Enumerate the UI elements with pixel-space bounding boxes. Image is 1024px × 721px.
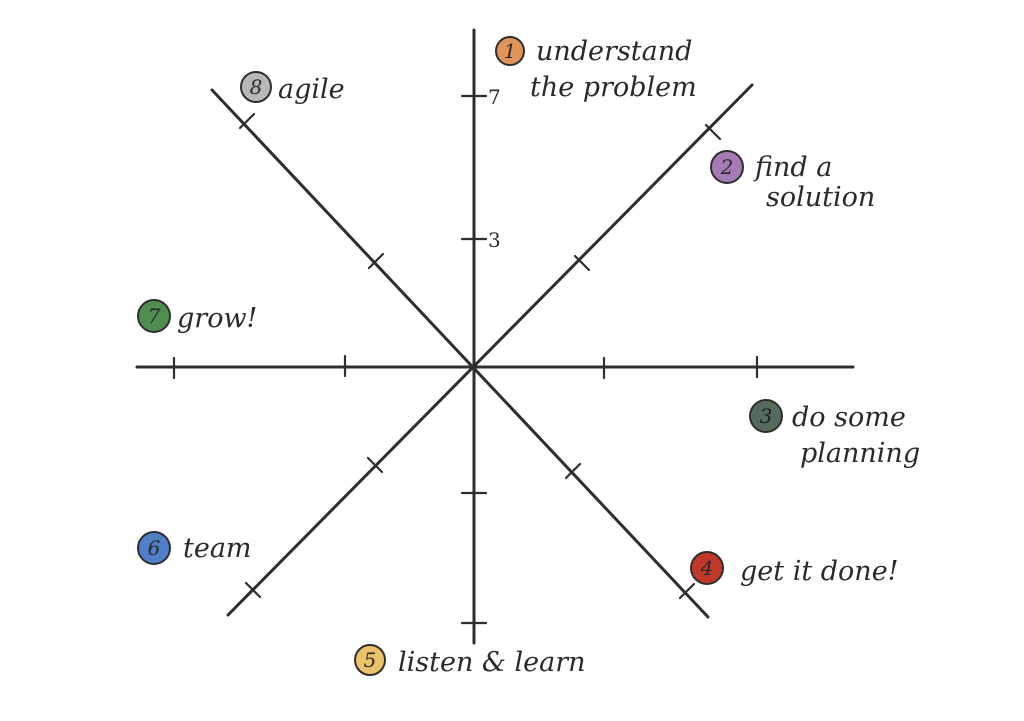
stage-badge xyxy=(690,551,724,585)
stage-label: find a xyxy=(753,152,832,183)
stage-label: do some xyxy=(792,402,906,433)
stage-badge xyxy=(710,150,744,184)
stage-6: 6 team xyxy=(137,531,252,565)
stage-2: 2 find a solution xyxy=(710,150,875,213)
tick-mark xyxy=(244,581,262,599)
stage-8: 8 agile xyxy=(240,71,345,105)
stage-1: 1 understand the problem xyxy=(495,36,697,103)
stage-number: 5 xyxy=(364,648,377,672)
diagonal-axis-nw-se xyxy=(210,88,710,619)
stage-badge xyxy=(749,399,783,433)
stage-badge xyxy=(354,644,386,676)
stage-label: get it done! xyxy=(740,556,899,587)
tick-mark xyxy=(704,123,722,141)
stage-badge xyxy=(137,299,171,333)
stage-label: understand xyxy=(536,36,692,67)
stage-3: 3 do some planning xyxy=(749,399,920,469)
stage-number: 2 xyxy=(720,155,734,179)
stage-number: 4 xyxy=(700,556,714,580)
tick-label: 3 xyxy=(488,228,501,252)
stage-label: solution xyxy=(766,182,875,213)
stage-label: planning xyxy=(800,438,920,469)
stage-7: 7 grow! xyxy=(137,299,257,334)
axis-ticks xyxy=(172,94,759,625)
stage-number: 1 xyxy=(504,39,517,63)
stage-5: 5 listen & learn xyxy=(354,644,586,678)
stage-label: agile xyxy=(278,74,345,105)
tick-mark xyxy=(367,252,385,270)
tick-mark xyxy=(366,456,384,474)
axes xyxy=(135,28,855,645)
stage-label: grow! xyxy=(177,303,257,334)
tick-mark xyxy=(238,112,256,130)
stage-label: the problem xyxy=(530,72,697,103)
stage-number: 8 xyxy=(250,75,263,99)
stage-number: 6 xyxy=(148,536,161,560)
diagonal-axis-ne-sw xyxy=(226,83,754,617)
stage-4: 4 get it done! xyxy=(690,551,899,587)
tick-mark xyxy=(573,254,591,272)
stage-number: 3 xyxy=(760,404,773,428)
stage-label: team xyxy=(183,533,252,564)
tick-label: 7 xyxy=(488,85,501,109)
stage-badge xyxy=(137,531,171,565)
tick-mark xyxy=(564,462,582,480)
tick-mark xyxy=(678,582,696,600)
stage-badge xyxy=(240,71,272,103)
stage-number: 7 xyxy=(148,304,161,328)
stage-badge xyxy=(495,36,525,66)
stage-label: listen & learn xyxy=(398,647,586,678)
